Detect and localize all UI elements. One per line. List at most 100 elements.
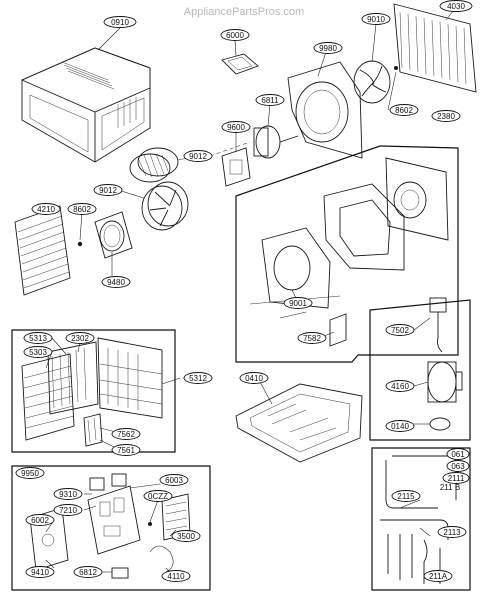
condenser-coil-part [393, 3, 477, 93]
label-2302: 2302 [65, 332, 95, 344]
svg-text:0910: 0910 [111, 18, 129, 27]
label-0910: 0910 [103, 16, 137, 28]
label-9600: 9600 [221, 121, 251, 133]
label-2111: 2111 [442, 472, 470, 484]
svg-text:4160: 4160 [391, 382, 409, 391]
watermark-text: AppliancePartsPros.com [184, 6, 304, 18]
label-6002: 6002 [25, 514, 55, 526]
label-9010: 9010 [361, 13, 391, 25]
label-9012-lower: 9012 [93, 184, 123, 196]
label-4210: 4210 [31, 203, 61, 215]
motor-bracket-part [221, 53, 259, 75]
label-9410: 9410 [25, 566, 55, 578]
svg-text:7582: 7582 [303, 334, 321, 343]
label-211a: 211A [423, 570, 453, 582]
label-9980: 9980 [313, 42, 343, 54]
svg-text:2111: 2111 [448, 474, 465, 483]
svg-text:2113: 2113 [443, 528, 461, 537]
svg-text:2115: 2115 [397, 492, 415, 501]
svg-text:6811: 6811 [261, 96, 279, 105]
svg-text:9410: 9410 [31, 568, 49, 577]
svg-text:9010: 9010 [367, 15, 385, 24]
base-pan-group [235, 145, 459, 363]
svg-text:7502: 7502 [391, 326, 409, 335]
svg-text:6002: 6002 [31, 516, 49, 525]
shroud-part [287, 61, 363, 159]
label-5303: 5303 [23, 346, 53, 358]
label-4030: 4030 [439, 0, 473, 12]
condenser-fan-part [353, 60, 398, 104]
svg-text:063: 063 [451, 462, 465, 471]
evaporator-coil-part [14, 205, 83, 296]
label-9950: 9950 [15, 467, 45, 479]
svg-text:2302: 2302 [71, 334, 89, 343]
label-9001: 9001 [283, 297, 313, 309]
front-grille-group [11, 329, 176, 453]
base-plate-part [235, 383, 363, 463]
label-8602-lower: 8602 [67, 203, 97, 215]
label-8602-upper: 8602 [389, 104, 419, 116]
label-5313: 5313 [23, 332, 53, 344]
blower-wheel-part [129, 147, 179, 183]
svg-text:0CZZ: 0CZZ [148, 492, 168, 501]
label-0140: 0140 [385, 420, 415, 432]
fan-part [141, 181, 189, 231]
svg-text:9310: 9310 [59, 490, 77, 499]
svg-text:4030: 4030 [447, 2, 465, 11]
svg-text:7562: 7562 [117, 430, 135, 439]
label-211b: 211 B [440, 483, 460, 492]
svg-text:8602: 8602 [73, 205, 91, 214]
svg-text:8602: 8602 [395, 106, 413, 115]
label-7582: 7582 [297, 332, 327, 344]
label-6000: 6000 [220, 29, 250, 41]
label-061: 061 [446, 448, 470, 460]
svg-text:9012: 9012 [189, 152, 207, 161]
shroud-ring-part [94, 211, 133, 259]
svg-text:7210: 7210 [59, 506, 77, 515]
leader-lines [45, 9, 455, 575]
svg-text:061: 061 [451, 450, 465, 459]
svg-text:6000: 6000 [226, 31, 244, 40]
compressor-group [369, 297, 471, 441]
label-6812: 6812 [73, 566, 103, 578]
svg-text:3500: 3500 [177, 532, 195, 541]
label-2113: 2113 [437, 526, 467, 538]
label-7210: 7210 [53, 504, 83, 516]
label-4160: 4160 [385, 380, 415, 392]
cabinet-part [20, 47, 151, 163]
label-9310: 9310 [53, 488, 83, 500]
svg-text:4110: 4110 [167, 572, 185, 581]
control-box-group [11, 465, 211, 591]
svg-text:4210: 4210 [37, 205, 55, 214]
svg-text:6812: 6812 [79, 568, 97, 577]
svg-text:0140: 0140 [391, 422, 409, 431]
label-7561: 7561 [111, 444, 141, 456]
label-6811: 6811 [255, 94, 285, 106]
svg-text:6003: 6003 [165, 476, 183, 485]
fan-motor-part [253, 125, 299, 159]
label-0410: 0410 [239, 372, 269, 384]
svg-text:211 B: 211 B [440, 483, 460, 492]
svg-text:0410: 0410 [245, 374, 263, 383]
motor-mount-part [221, 147, 251, 187]
svg-text:5313: 5313 [29, 334, 47, 343]
label-2115: 2115 [391, 490, 421, 502]
label-063: 063 [446, 460, 470, 472]
label-5312: 5312 [183, 372, 213, 384]
label-2380: 2380 [431, 110, 461, 122]
svg-text:9950: 9950 [21, 469, 39, 478]
label-6003: 6003 [159, 474, 189, 486]
label-9012-upper: 9012 [183, 150, 213, 162]
label-7562: 7562 [111, 428, 141, 440]
svg-text:9012: 9012 [99, 186, 117, 195]
label-7502: 7502 [385, 324, 415, 336]
label-3500: 3500 [171, 530, 201, 542]
label-4110: 4110 [161, 570, 191, 582]
svg-text:9480: 9480 [107, 278, 125, 287]
svg-text:9001: 9001 [289, 299, 307, 308]
svg-text:211A: 211A [429, 572, 448, 581]
svg-text:9600: 9600 [227, 123, 245, 132]
svg-text:7561: 7561 [117, 446, 135, 455]
svg-text:9980: 9980 [319, 44, 337, 53]
